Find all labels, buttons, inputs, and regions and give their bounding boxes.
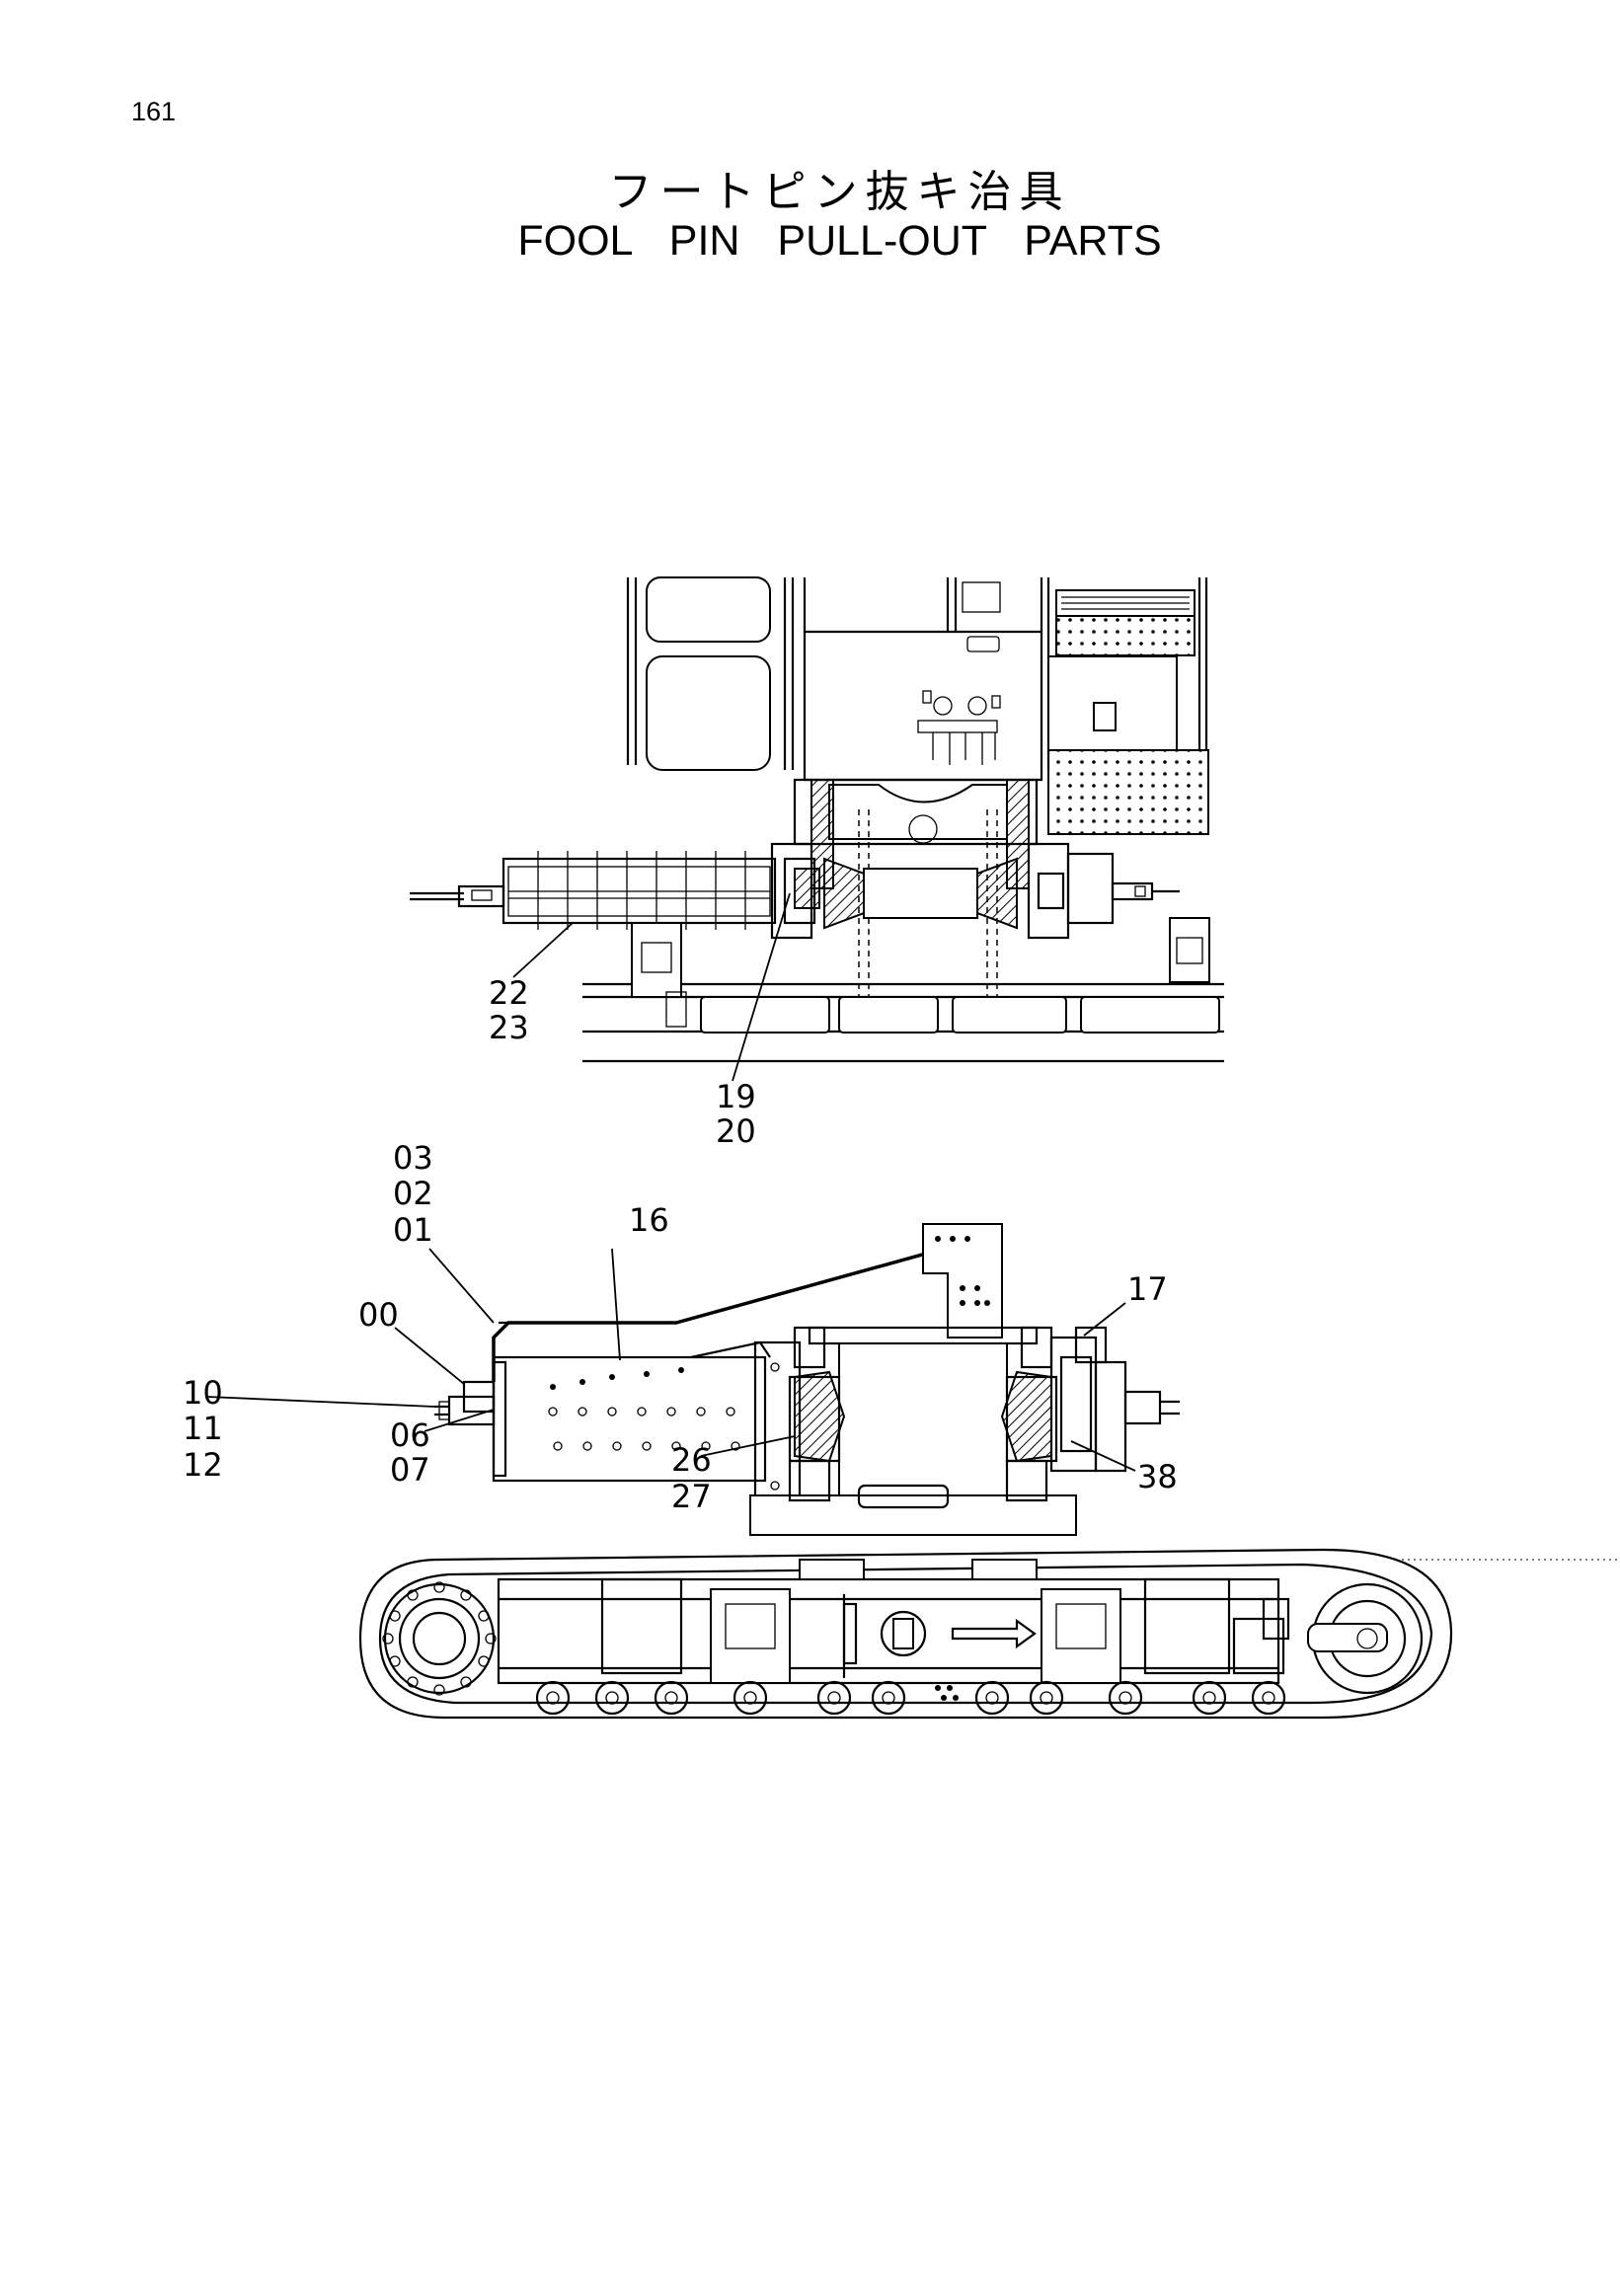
callout-00: 00 [358,1296,399,1334]
callout-03: 03 [393,1139,433,1177]
callout-10: 10 [183,1374,223,1412]
callout-27: 27 [671,1478,712,1515]
callout-26: 26 [671,1441,712,1479]
callout-07: 07 [390,1451,430,1489]
callout-01: 01 [393,1211,433,1249]
callout-38: 38 [1137,1458,1178,1495]
callout-20: 20 [716,1112,756,1150]
callout-17: 17 [1127,1270,1168,1308]
callout-16: 16 [629,1201,669,1239]
callout-02: 02 [393,1175,433,1212]
callout-06: 06 [390,1416,430,1454]
callout-22: 22 [489,974,529,1012]
page-number: 161 [131,97,177,126]
callout-19: 19 [716,1078,756,1115]
front-view-drawing [410,576,1224,1082]
callout-12: 12 [183,1446,223,1484]
callout-11: 11 [183,1410,223,1447]
page-title-japanese: フートピン抜キ治具 [608,167,1071,217]
page-title-english: FOOL PIN PULL-OUT PARTS [517,217,1162,265]
side-view-drawing [206,1223,1620,1720]
callout-23: 23 [489,1009,529,1046]
